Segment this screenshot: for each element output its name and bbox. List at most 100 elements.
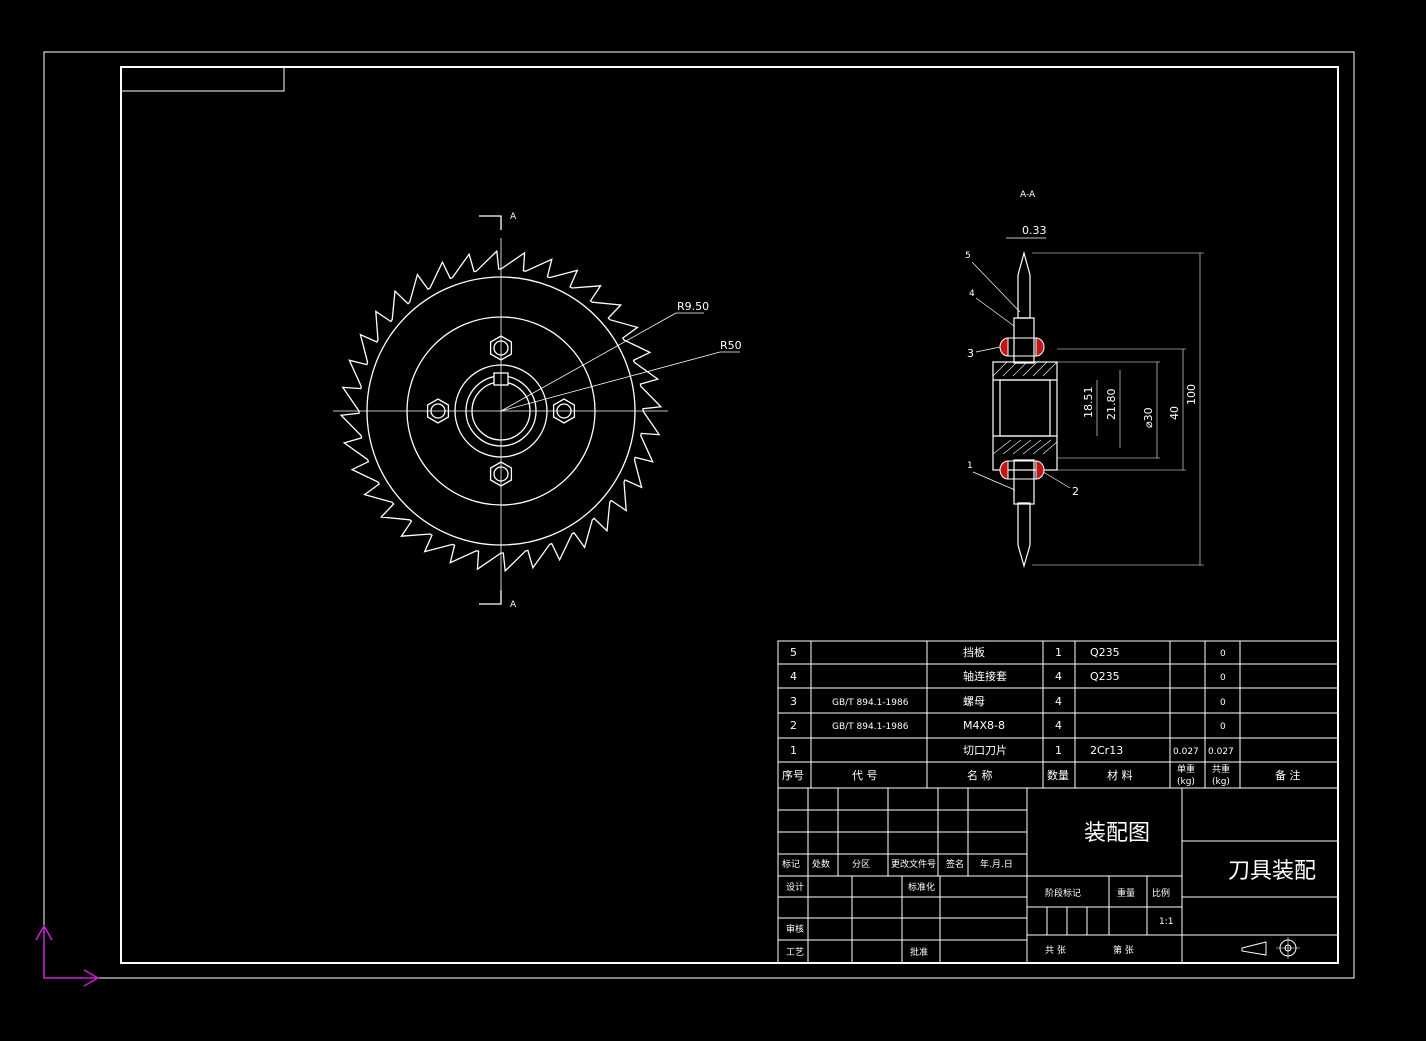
title-block-text: 标记 处数 分区 更改文件号 签名 年.月.日 设计 标准化 审核 工艺 批准 … [782, 821, 1316, 958]
leader-5 [971, 261, 1021, 313]
inner-border [120, 66, 1339, 964]
dim-r-small: R9.50 [677, 300, 709, 313]
bom-cell-code: GB/T 894.1-1986 [832, 698, 909, 708]
bom-cell-qty: 1 [1055, 744, 1062, 757]
stage-mark: 阶段标记 [1045, 887, 1081, 899]
ucs-icon [35, 924, 100, 987]
bom-cell-material: 2Cr13 [1090, 744, 1123, 757]
hub-sleeve [992, 361, 1058, 471]
drawing-type: 装配图 [1084, 821, 1150, 846]
bom-cell-total: 0 [1220, 649, 1226, 659]
projection-symbol-icon [1241, 937, 1300, 959]
bom-cell-no: 3 [790, 695, 797, 708]
balloon-5: 5 [965, 251, 971, 261]
bolt-head-bl [999, 460, 1009, 480]
balloon-3: 3 [967, 347, 974, 360]
nut-bottom [1007, 460, 1037, 480]
section-view [971, 237, 1204, 569]
dim-40: 40 [1168, 406, 1181, 420]
role-standard: 标准化 [908, 881, 935, 893]
section-label: A-A [1020, 190, 1036, 200]
section-mark-bottom-label: A [510, 600, 517, 610]
bom-cell-material: Q235 [1090, 670, 1120, 683]
section-mark-top [479, 215, 502, 230]
bom-h-name: 名 称 [967, 768, 993, 782]
flange-top [1013, 317, 1035, 364]
bom-header: 序号 代 号 名 称 数量 材 料 单重 (kg) 共重 (kg) 备 注 [782, 763, 1301, 787]
dim-100: 100 [1185, 384, 1198, 405]
scale-value: 1:1 [1159, 917, 1173, 927]
leader-3 [975, 346, 1001, 353]
bom-cell-qty: 4 [1055, 670, 1062, 683]
rev-h-4: 签名 [946, 858, 964, 870]
bom-h-no: 序号 [782, 768, 804, 782]
bom-table [777, 640, 1339, 789]
bom-h-total-2: (kg) [1212, 777, 1230, 787]
role-process: 工艺 [786, 947, 804, 958]
leader-r950 [500, 312, 677, 412]
bom-cell-no: 1 [790, 744, 797, 757]
rev-h-0: 标记 [782, 858, 800, 870]
rev-h-3: 更改文件号 [891, 858, 936, 870]
leader-2 [1039, 469, 1071, 489]
bom-h-note: 备 注 [1275, 768, 1301, 782]
role-check: 审核 [786, 923, 804, 935]
balloon-4: 4 [969, 289, 975, 299]
bolt-heads [999, 337, 1045, 480]
leader-r50 [500, 351, 721, 412]
bolt-head-tl [999, 337, 1009, 357]
leader-4 [975, 297, 1015, 327]
bom-cell-no: 2 [790, 719, 797, 732]
dim-thickness: 0.33 [1022, 224, 1047, 237]
bolt-head-tr [1035, 337, 1045, 357]
bom-h-unit-2: (kg) [1177, 777, 1195, 787]
rev-h-1: 处数 [812, 858, 830, 870]
bom-h-unit-1: 单重 [1177, 763, 1195, 775]
bom-cell-unit: 0.027 [1173, 747, 1199, 757]
role-design: 设计 [786, 881, 804, 893]
bom-cell-qty: 1 [1055, 646, 1062, 659]
front-view [333, 215, 740, 605]
bom-cell-name: 轴连接套 [963, 669, 1007, 683]
dim-1851: 18.51 [1082, 387, 1095, 419]
bom-cell-qty: 4 [1055, 719, 1062, 732]
bom-cell-name: 挡板 [963, 645, 985, 659]
drawing-title: 刀具装配 [1228, 859, 1316, 884]
scale-label: 比例 [1152, 887, 1170, 899]
bom-h-qty: 数量 [1047, 769, 1069, 782]
title-block [777, 787, 1339, 964]
section-mark-top-label: A [510, 212, 517, 222]
bom-cell-material: Q235 [1090, 646, 1120, 659]
sheet-no: 第 张 [1113, 944, 1134, 956]
nut-top [1007, 337, 1037, 357]
section-hatching [992, 361, 1058, 455]
drawing-number-box [120, 66, 285, 92]
bom-cell-name: M4X8-8 [963, 719, 1005, 732]
blade-section-bottom [1017, 502, 1031, 569]
dim-2180: 21.80 [1105, 389, 1118, 421]
bom-cell-no: 4 [790, 670, 797, 683]
bom-cell-total: 0 [1220, 722, 1226, 732]
bom-cell-qty: 4 [1055, 695, 1062, 708]
flange-bottom [1013, 459, 1035, 505]
bom-h-code: 代 号 [852, 769, 878, 782]
sheets-total: 共 张 [1045, 945, 1066, 956]
bom-cell-name: 螺母 [963, 695, 985, 708]
bom-cell-total: 0.027 [1208, 747, 1234, 757]
bom-cell-code: GB/T 894.1-1986 [832, 722, 909, 732]
balloon-1: 1 [967, 461, 973, 471]
weight-label: 重量 [1117, 887, 1135, 899]
section-mark-bottom [479, 590, 502, 605]
outer-border [43, 51, 1355, 979]
bom-cell-name: 切口刀片 [963, 744, 1007, 757]
balloon-2: 2 [1072, 485, 1079, 498]
dim-30: ⌀30 [1142, 407, 1155, 428]
bom-cell-total: 0 [1220, 673, 1226, 683]
hub-bore [999, 379, 1051, 437]
bolt-hex-2 [426, 398, 450, 424]
dim-r-large: R50 [720, 339, 742, 352]
blade-section-top [1017, 250, 1031, 319]
bolt-head-br [1035, 460, 1045, 480]
